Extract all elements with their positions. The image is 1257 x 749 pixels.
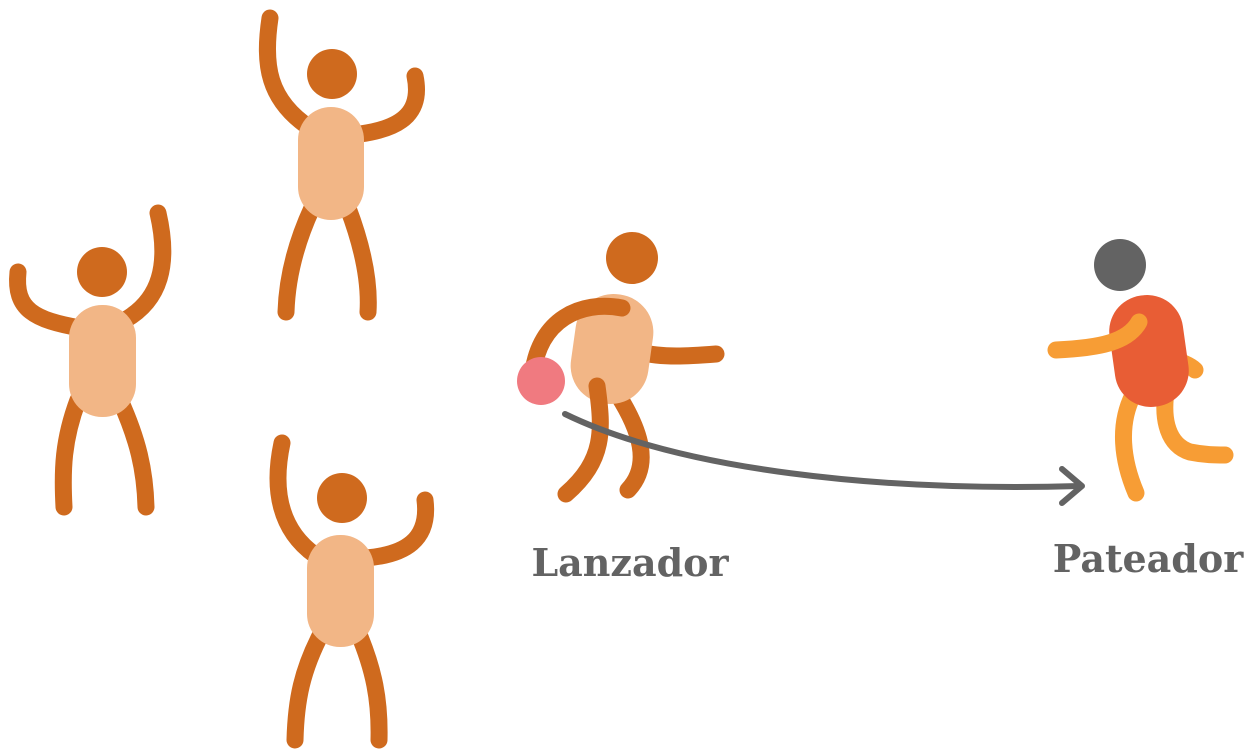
fielder-player-bottom [278,443,426,740]
kicker-label: Pateador [1053,536,1244,581]
fielder-player-left [18,213,163,507]
ball-icon [517,357,565,405]
kicker-player [1056,239,1225,493]
pitcher-label: Lanzador [531,540,729,585]
fielder-player-top [267,18,416,312]
